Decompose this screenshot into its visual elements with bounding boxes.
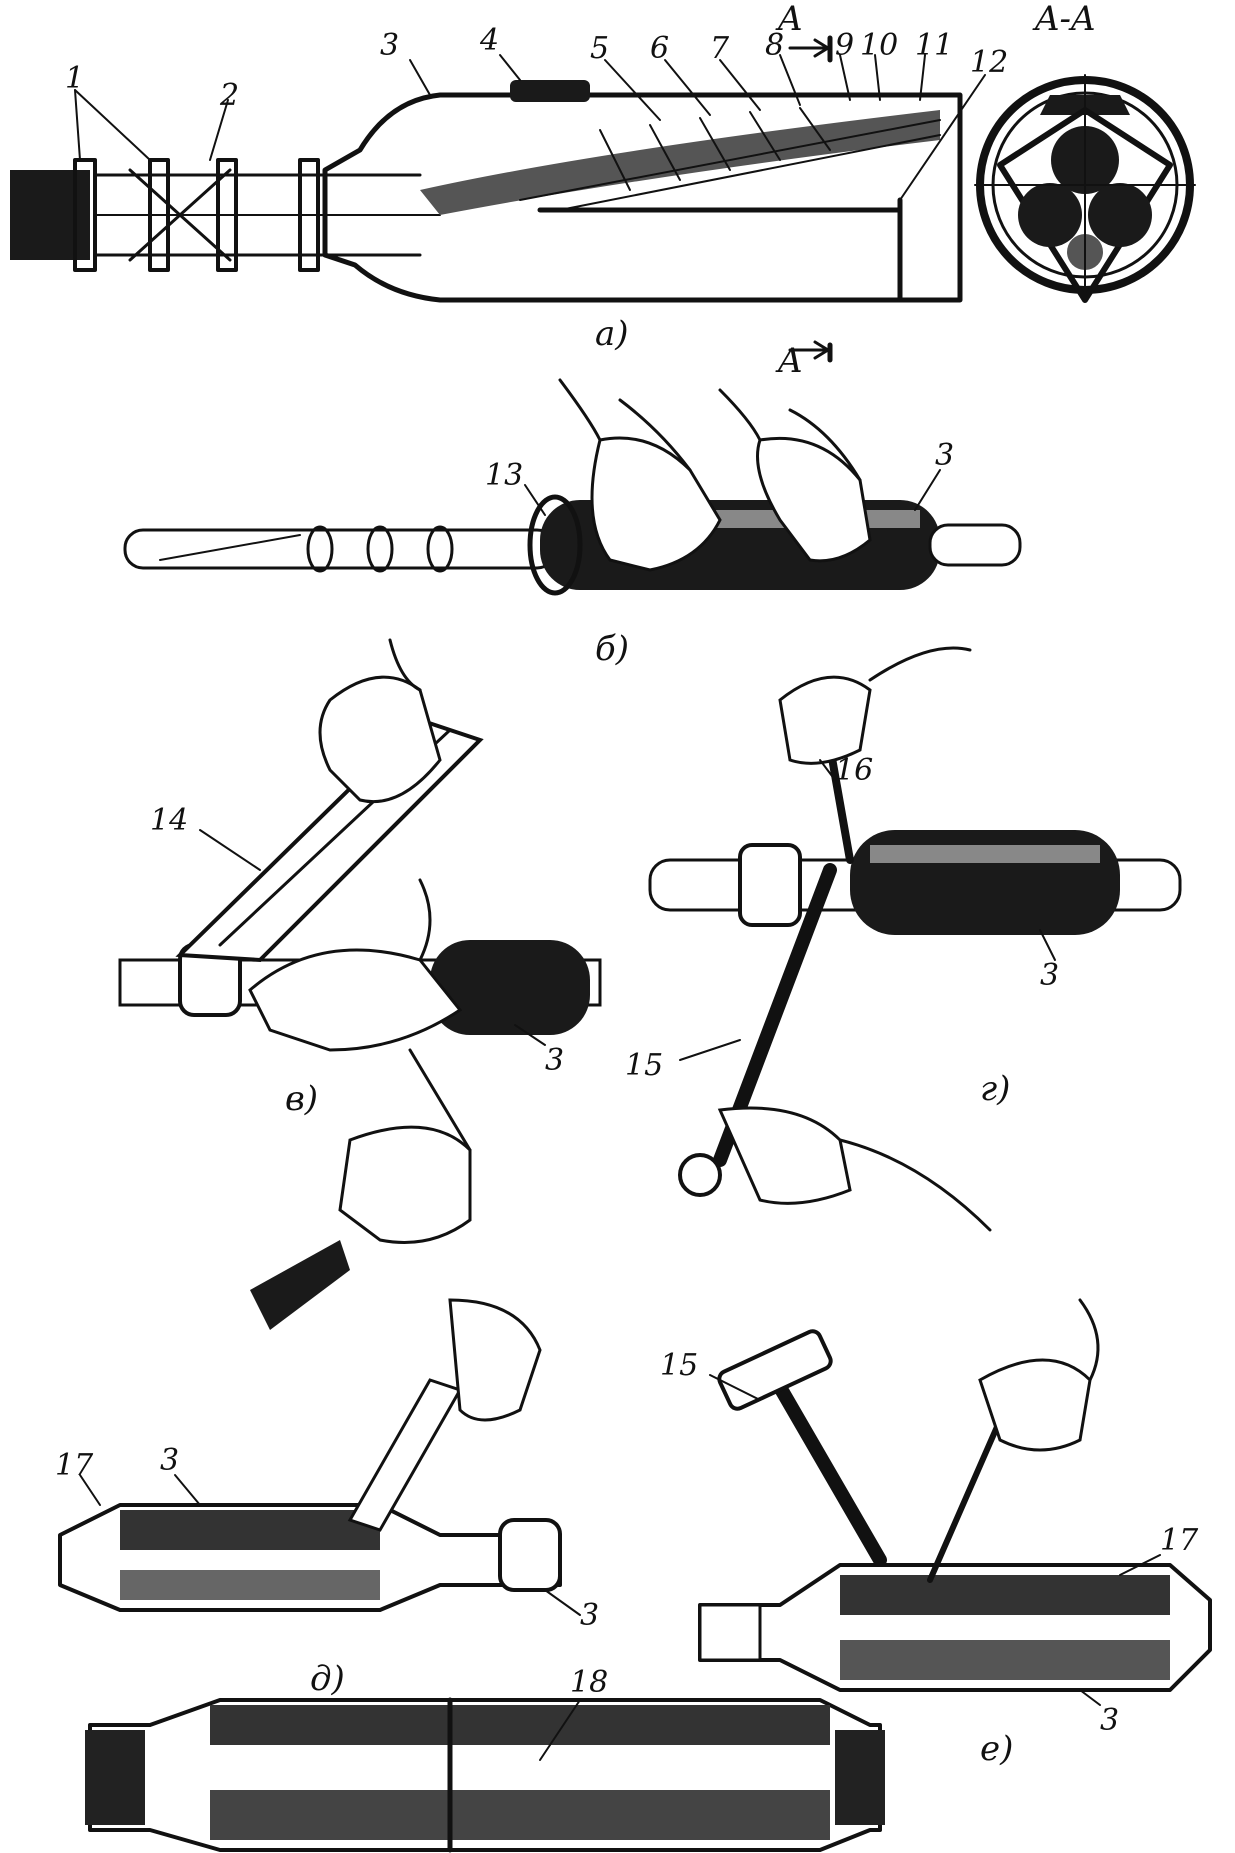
callout-7: 7	[710, 31, 730, 66]
callout-4: 4	[479, 23, 499, 58]
joined-sleeve	[88, 1698, 882, 1852]
section-a-a-view: A-A	[974, 0, 1196, 303]
callout-16: 16	[835, 753, 873, 788]
callout-15: 15	[625, 1048, 663, 1083]
callout-17-e: 17	[1160, 1523, 1199, 1558]
panel-d-shaping: 17 3 3 д)	[55, 1048, 599, 1699]
callout-13: 13	[485, 458, 523, 493]
blowtorch	[763, 1363, 887, 1567]
lower-hand	[248, 948, 463, 1052]
callout-18: 18	[570, 1665, 608, 1700]
panel-b-pulling-sleeve: 13 3 б)	[123, 378, 1022, 669]
solder-rod	[927, 1417, 1003, 1583]
callout-3-d2: 3	[580, 1598, 599, 1633]
sleeve-body	[58, 1503, 562, 1612]
callout-5: 5	[590, 31, 609, 66]
caption-g: г)	[980, 1069, 1010, 1109]
cable-core	[123, 528, 557, 570]
callout-12: 12	[970, 45, 1008, 80]
right-hand	[756, 436, 872, 563]
section-marker-bottom: A	[775, 341, 803, 381]
callout-3: 3	[380, 28, 399, 63]
panel-g-soldering: 16 3 15 г)	[625, 646, 1182, 1232]
callout-6: 6	[650, 31, 669, 66]
core-wedge	[420, 110, 940, 215]
callout-2: 2	[219, 78, 239, 113]
callout-10: 10	[860, 28, 898, 63]
panel-a-sleeve-section: 1 2 3 4 5 6 7 8 9 10 11 12 A A а) A-A	[10, 0, 1196, 381]
caption-b: б)	[595, 629, 629, 669]
upper-hand	[318, 675, 442, 804]
sleeve-flange	[527, 494, 583, 596]
panel-e-final: 15 17 3 е)	[660, 1298, 1212, 1769]
callout-3-d1: 3	[160, 1443, 179, 1478]
callout-1: 1	[65, 61, 84, 96]
sealing-patch	[510, 80, 590, 102]
callout-15-e: 15	[660, 1348, 698, 1383]
left-hand	[590, 436, 722, 572]
upper-hand	[778, 675, 872, 765]
right-hand	[448, 1298, 542, 1422]
callout-17-d: 17	[55, 1448, 94, 1483]
lower-hand	[717, 1106, 852, 1205]
caption-a: а)	[595, 314, 629, 354]
caption-v: в)	[285, 1079, 318, 1119]
tool-handle	[347, 1378, 463, 1532]
callout-3-b: 3	[935, 438, 954, 473]
callout-11: 11	[915, 28, 953, 63]
sleeve-body	[322, 92, 963, 303]
hammer-head	[250, 1240, 350, 1330]
cable-end	[10, 170, 90, 260]
caption-d: д)	[310, 1659, 345, 1699]
hand	[978, 1358, 1092, 1452]
callout-3-e: 3	[1100, 1703, 1119, 1738]
callout-3-g: 3	[1040, 958, 1059, 993]
section-title: A-A	[1032, 0, 1096, 39]
section-marker-top: A	[775, 0, 803, 39]
callout-8: 8	[765, 28, 784, 63]
callout-9: 9	[835, 28, 854, 63]
finished-joint: 18	[85, 1665, 885, 1853]
panel-v-crimping: 14 3 в)	[118, 638, 602, 1119]
caption-e: е)	[980, 1729, 1013, 1769]
upper-hand	[338, 1125, 472, 1244]
callout-3-v: 3	[545, 1043, 564, 1078]
sleeve-tube	[430, 940, 590, 1035]
callout-14: 14	[150, 803, 188, 838]
